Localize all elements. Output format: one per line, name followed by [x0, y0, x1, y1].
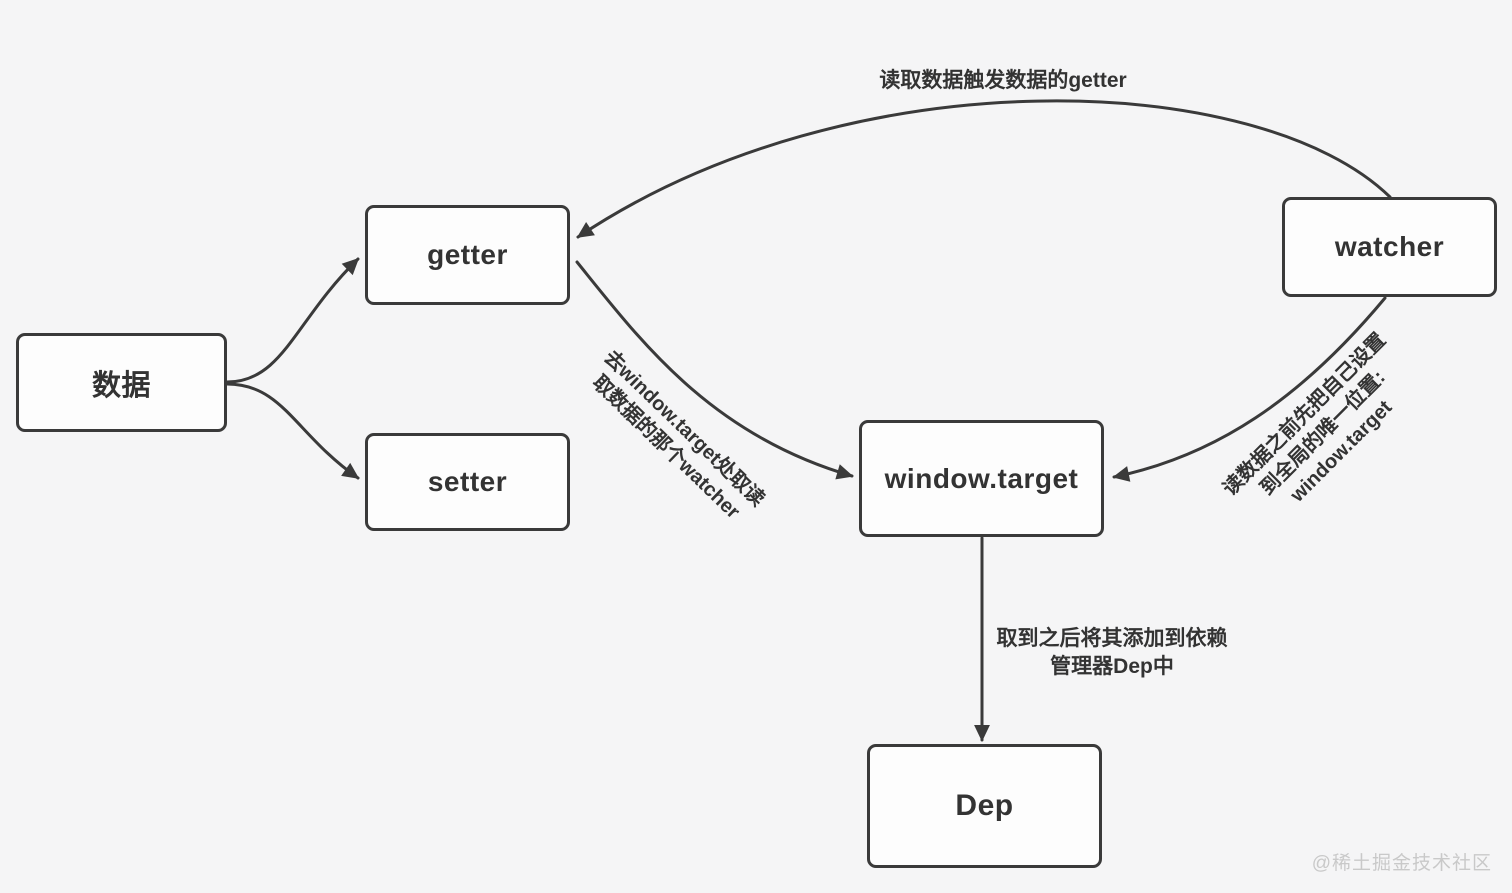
- node-watcher-label: watcher: [1334, 231, 1445, 262]
- edge-watcher-to-window-target: [1112, 296, 1387, 482]
- node-setter-label: setter: [427, 466, 508, 497]
- edge-data-to-setter: [225, 382, 360, 480]
- node-watcher: watcher: [1282, 197, 1497, 297]
- node-getter: getter: [365, 205, 570, 305]
- edge-label-add-to-dep-line2: 管理器Dep中: [1050, 655, 1174, 678]
- node-data: 数据: [16, 333, 227, 432]
- node-window-target: window.target: [859, 420, 1104, 537]
- edge-watcher-to-getter: [576, 99, 1392, 239]
- edge-getter-to-window-target: [575, 260, 854, 480]
- watermark-juejin: @稀土掘金技术社区: [1311, 853, 1492, 874]
- node-dep-label: Dep: [955, 789, 1014, 822]
- edge-label-read-triggers-getter: 读取数据触发数据的getter: [879, 69, 1127, 92]
- node-data-label: 数据: [91, 369, 151, 402]
- node-getter-label: getter: [427, 239, 508, 270]
- node-dep: Dep: [867, 744, 1102, 868]
- edge-label-add-to-dep-line1: 取到之后将其添加到依赖: [996, 627, 1228, 650]
- node-window-target-label: window.target: [884, 462, 1079, 494]
- edge-label-add-to-dep: 取到之后将其添加到依赖 管理器Dep中: [997, 625, 1228, 681]
- edge-data-to-getter: [225, 257, 360, 384]
- node-setter: setter: [365, 433, 570, 531]
